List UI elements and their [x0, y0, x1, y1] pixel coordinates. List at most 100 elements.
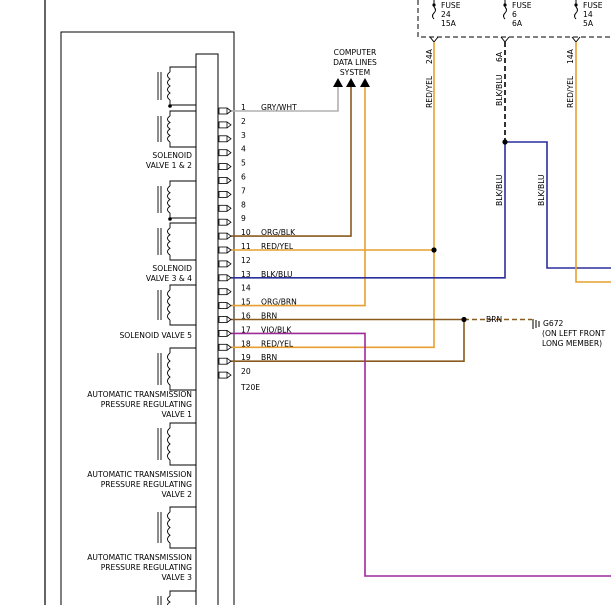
- wire-14a-color: RED/YEL: [566, 75, 575, 108]
- ground-location-2: LONG MEMBER): [542, 339, 602, 348]
- pin-13-wire-label: BLK/BLU: [261, 270, 293, 279]
- wires: [231, 42, 611, 577]
- solenoid-34-label-1: SOLENOID: [152, 264, 192, 273]
- pin-18-wire-label: RED/YEL: [261, 339, 294, 348]
- pin-14-number: 14: [241, 284, 251, 293]
- ground-wire-label: BRN: [486, 315, 502, 324]
- coil-5-leads: [169, 284, 196, 326]
- solenoid-coils: [157, 66, 196, 605]
- coil-6-winding: [167, 352, 171, 386]
- pin-10-chevron: [226, 232, 232, 240]
- coil-node-2: [168, 217, 172, 221]
- wire-6a-label: 6A: [495, 51, 504, 62]
- atprv2-label-3: VALVE 2: [161, 490, 192, 499]
- pin-6-number: 6: [241, 173, 246, 182]
- wire-14a-label: 14A: [566, 48, 575, 64]
- wire-vio-blk: [231, 332, 611, 577]
- fuse-24-label: FUSE: [441, 1, 461, 10]
- pin-1-number: 1: [241, 103, 246, 112]
- pin-17-chevron: [226, 330, 232, 337]
- data-lines-title-1: COMPUTER: [334, 48, 377, 57]
- pin-15-terminal: [218, 302, 228, 310]
- fuse-14: FUSE 14 5A: [571, 0, 603, 43]
- coil-2-winding: [167, 115, 171, 143]
- wire-org-blk: [231, 87, 352, 237]
- junction-red-yel: [431, 247, 437, 253]
- pin-7-chevron: [226, 191, 232, 198]
- pin-17-wire-label: VIO/BLK: [261, 325, 292, 334]
- atprv2-label-1: AUTOMATIC TRANSMISSION: [87, 470, 192, 479]
- pin-4-number: 4: [241, 145, 246, 154]
- pin-7-number: 7: [241, 186, 246, 195]
- connector-housing: [195, 53, 219, 605]
- pin-10-terminal: [218, 232, 228, 240]
- coil-node-1: [168, 104, 172, 108]
- atprv2-label-2: PRESSURE REGULATING: [101, 480, 192, 489]
- coil-7-leads: [169, 422, 196, 466]
- pin-19-chevron: [226, 357, 232, 365]
- fuse-6: FUSE 6 6A: [500, 0, 532, 43]
- pin-6-chevron: [226, 177, 232, 184]
- solenoid-34-label-2: VALVE 3 & 4: [146, 274, 192, 283]
- data-line-arrow-2: [346, 78, 356, 87]
- pin-15-wire-label: ORG/BRN: [261, 298, 297, 307]
- pin-2-chevron: [226, 121, 232, 129]
- data-lines-title-3: SYSTEM: [340, 68, 370, 77]
- solenoid-12-label-2: VALVE 1 & 2: [146, 161, 192, 170]
- coil-3-leads: [169, 180, 196, 219]
- wire-red-yel-fuse24: [231, 42, 435, 349]
- fuse-14-label: FUSE: [583, 1, 603, 10]
- coil-7-winding: [167, 427, 171, 461]
- pin-9-terminal: [218, 218, 228, 226]
- pin-13-number: 13: [241, 270, 251, 279]
- ground-location-1: (ON LEFT FRONT: [542, 329, 606, 338]
- fuse-24-rating: 15A: [441, 19, 457, 28]
- pin-5-number: 5: [241, 159, 246, 168]
- wire-red-yel-fuse14: [575, 42, 611, 283]
- coil-1-winding: [167, 71, 171, 101]
- pin-17-number: 17: [241, 325, 251, 334]
- fuse-box-outline: [417, 0, 611, 38]
- pin-16-wire-label: BRN: [261, 312, 277, 321]
- pin-1-terminal: [218, 107, 228, 115]
- atprv3-label-3: VALVE 3: [161, 573, 192, 582]
- data-lines-title-2: DATA LINES: [333, 58, 377, 67]
- coil-1-leads: [169, 66, 196, 106]
- pin-13-chevron: [226, 274, 232, 282]
- pin-5-terminal: [218, 163, 228, 171]
- wire-24a-label: 24A: [425, 48, 434, 64]
- pin-5-chevron: [226, 163, 232, 170]
- pin-13-terminal: [218, 274, 228, 282]
- coil-8-leads: [169, 506, 196, 549]
- pin-20-chevron: [226, 371, 232, 379]
- pin-11-chevron: [226, 246, 232, 254]
- junction-brn: [461, 316, 467, 323]
- pin-2-number: 2: [241, 117, 246, 126]
- coil-6-leads: [169, 347, 196, 391]
- wire-blk-blu-pin13: [231, 142, 506, 279]
- pin-18-chevron: [226, 343, 232, 351]
- pin-16-chevron: [226, 316, 232, 323]
- pin-10-number: 10: [241, 228, 251, 237]
- wire-blk-blu-label-b: BLK/BLU: [537, 174, 546, 206]
- pin-11-wire-label: RED/YEL: [261, 242, 294, 251]
- data-line-arrow-3: [360, 78, 370, 87]
- coil-9-winding: [167, 595, 171, 605]
- coil-4-leads: [169, 222, 196, 261]
- atprv3-label-2: PRESSURE REGULATING: [101, 563, 192, 572]
- atprv1-label-2: PRESSURE REGULATING: [101, 400, 192, 409]
- pin-16-terminal: [218, 316, 228, 323]
- pin-10-wire-label: ORG/BLK: [261, 228, 296, 237]
- atprv1-label-1: AUTOMATIC TRANSMISSION: [87, 390, 192, 399]
- junction-blk-blu: [502, 139, 508, 145]
- fuse-14-rating: 5A: [583, 19, 594, 28]
- pin-8-chevron: [226, 204, 232, 212]
- solenoid-12-label-1: SOLENOID: [152, 151, 192, 160]
- fuse-6-number: 6: [512, 10, 517, 19]
- wire-blk-blu-branch: [505, 141, 611, 269]
- pin-16-number: 16: [241, 312, 251, 321]
- fuse-6-label: FUSE: [512, 1, 532, 10]
- wire-blk-blu-label-a: BLK/BLU: [495, 174, 504, 206]
- wire-6a-color: BLK/BLU: [495, 74, 504, 106]
